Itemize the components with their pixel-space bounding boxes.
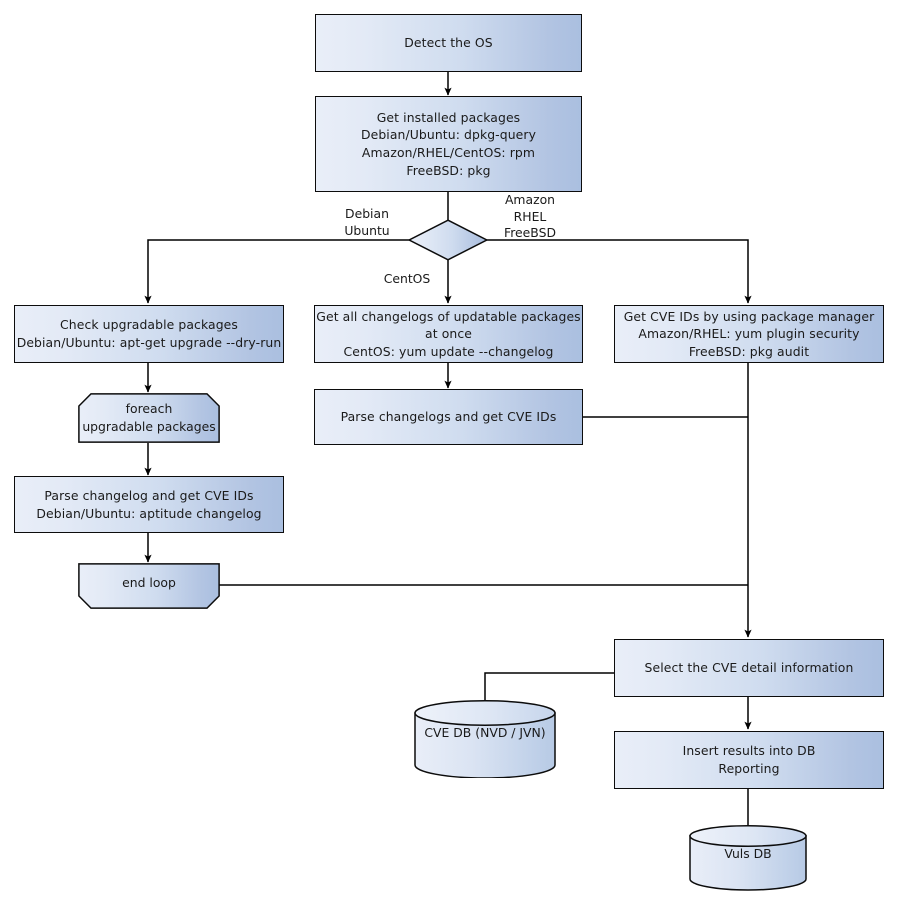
node-select-cve-detail[interactable]: Select the CVE detail information xyxy=(614,639,884,697)
node-get-installed-packages[interactable]: Get installed packages Debian/Ubuntu: dp… xyxy=(315,96,582,192)
node-end-loop[interactable] xyxy=(78,563,220,609)
node-detect-os[interactable]: Detect the OS xyxy=(315,14,582,72)
node-vuls-db[interactable] xyxy=(689,825,807,891)
node-foreach-loop-label: foreach upgradable packages xyxy=(82,401,216,434)
node-insert-results[interactable]: Insert results into DB Reporting xyxy=(614,731,884,789)
loop-end-shape xyxy=(78,563,220,609)
cylinder-top xyxy=(414,700,556,726)
node-cve-db[interactable] xyxy=(414,700,556,778)
node-insert-results-label: Insert results into DB Reporting xyxy=(682,743,816,776)
cylinder-body xyxy=(689,835,807,891)
node-vuls-db-label: Vuls DB xyxy=(724,846,772,862)
node-parse-changelogs-centos-label: Parse changelogs and get CVE IDs xyxy=(340,409,557,425)
node-get-installed-packages-label: Get installed packages Debian/Ubuntu: dp… xyxy=(360,109,537,178)
node-parse-changelog-debian-label: Parse changelog and get CVE IDs Debian/U… xyxy=(36,487,262,521)
node-end-loop-label: end loop xyxy=(122,575,176,591)
node-get-cve-ids-pkgmgr[interactable]: Get CVE IDs by using package manager Ama… xyxy=(614,305,884,363)
loop-start-shape xyxy=(78,393,220,443)
node-check-upgradable-label: Check upgradable packages Debian/Ubuntu:… xyxy=(16,317,282,350)
cylinder-top xyxy=(689,825,807,847)
cylinder-body xyxy=(414,712,556,778)
edge-label-centos: CentOS xyxy=(383,271,431,286)
edge-label-debian-ubuntu: Debian Ubuntu xyxy=(344,206,390,238)
node-select-cve-detail-label: Select the CVE detail information xyxy=(644,660,854,676)
node-get-all-changelogs-label: Get all changelogs of updatable packages… xyxy=(316,308,581,359)
node-get-all-changelogs[interactable]: Get all changelogs of updatable packages… xyxy=(314,305,583,363)
node-parse-changelog-debian[interactable]: Parse changelog and get CVE IDs Debian/U… xyxy=(14,476,284,533)
node-os-decision[interactable] xyxy=(408,219,488,261)
edge-decision-debian xyxy=(144,239,410,304)
node-get-cve-ids-pkgmgr-label: Get CVE IDs by using package manager Ama… xyxy=(623,308,875,359)
node-foreach-loop[interactable] xyxy=(78,393,220,443)
node-detect-os-label: Detect the OS xyxy=(404,35,493,51)
edge-decision-amazon xyxy=(486,239,752,304)
diamond-shape xyxy=(408,219,488,261)
node-check-upgradable[interactable]: Check upgradable packages Debian/Ubuntu:… xyxy=(14,305,284,363)
edge-label-amazon-rhel-freebsd: Amazon RHEL FreeBSD xyxy=(504,192,556,241)
node-parse-changelogs-centos[interactable]: Parse changelogs and get CVE IDs xyxy=(314,389,583,445)
node-cve-db-label: CVE DB (NVD / JVN) xyxy=(424,725,546,741)
